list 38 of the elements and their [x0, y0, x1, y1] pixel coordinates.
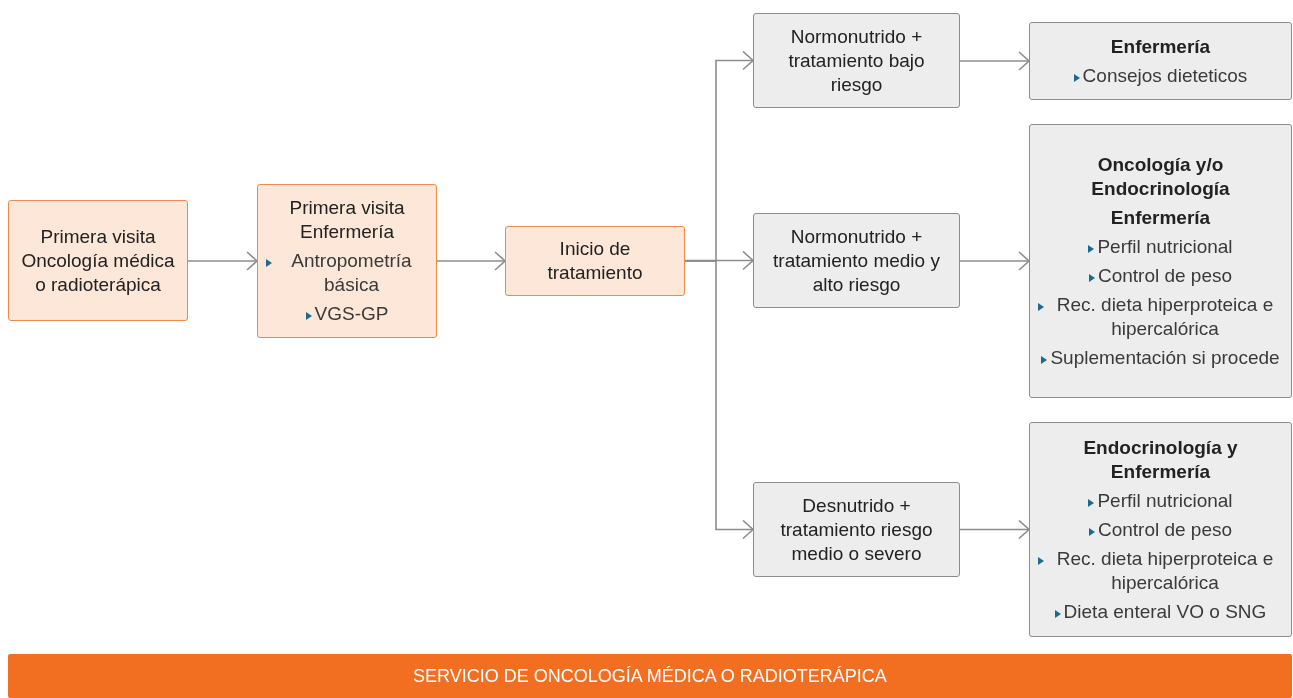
box-text: Normonutrido + tratamiento bajo riesgo: [787, 24, 926, 97]
heading-text: Enfermería: [1110, 34, 1211, 59]
heading-text: Oncología y/o Endocrinología: [1090, 152, 1231, 201]
box-text: Normonutrido + tratamiento medio y alto riesgo: [772, 224, 941, 297]
heading-text: Endocrinología y Enfermería: [1082, 435, 1239, 484]
process-box: [753, 482, 960, 577]
bullet-text: Consejos dieteticos: [1082, 63, 1248, 88]
bullet-text: Dieta enteral VO o SNG: [1063, 599, 1267, 624]
bullet-text: Control de peso: [1097, 263, 1233, 288]
footer-band: [8, 654, 1292, 698]
process-box: [753, 213, 960, 308]
process-box: [1029, 124, 1292, 398]
arrow: [436, 251, 506, 271]
box-text: Primera visita Oncología médica o radioterápica: [20, 224, 176, 297]
bullet-text: Perfil nutricional: [1097, 234, 1233, 259]
arrow: [187, 251, 258, 271]
process-box: [8, 200, 188, 321]
bullet-text: Rec. dieta hiperproteica e hipercalórica: [1055, 292, 1275, 341]
box-text: Primera visita Enfermería: [288, 196, 406, 244]
box-text: Inicio de tratamiento: [546, 237, 644, 285]
process-box: [1029, 22, 1292, 100]
arrow: [684, 260, 754, 540]
arrow: [959, 251, 1030, 271]
band-title: SERVICIO DE ONCOLOGÍA MÉDICA O RADIOTERÁPICA: [413, 665, 887, 688]
bullet-text: Rec. dieta hiperproteica e hipercalórica: [1055, 546, 1275, 595]
bullet-text: Suplementación si procede: [1050, 345, 1280, 370]
bullet-text: Antropometría básica: [290, 249, 413, 297]
arrow: [959, 51, 1030, 71]
heading-text: Enfermería: [1110, 205, 1211, 230]
process-box: [505, 226, 685, 296]
bullet-text: VGS-GP: [314, 302, 389, 326]
box-text: Desnutrido + tratamiento riesgo medio o severo: [779, 493, 934, 566]
arrow: [959, 519, 1030, 540]
process-box: [1029, 422, 1292, 637]
bullet-text: Perfil nutricional: [1097, 488, 1233, 513]
process-box: [753, 13, 960, 108]
process-box: [257, 184, 437, 338]
bullet-text: Control de peso: [1097, 517, 1233, 542]
